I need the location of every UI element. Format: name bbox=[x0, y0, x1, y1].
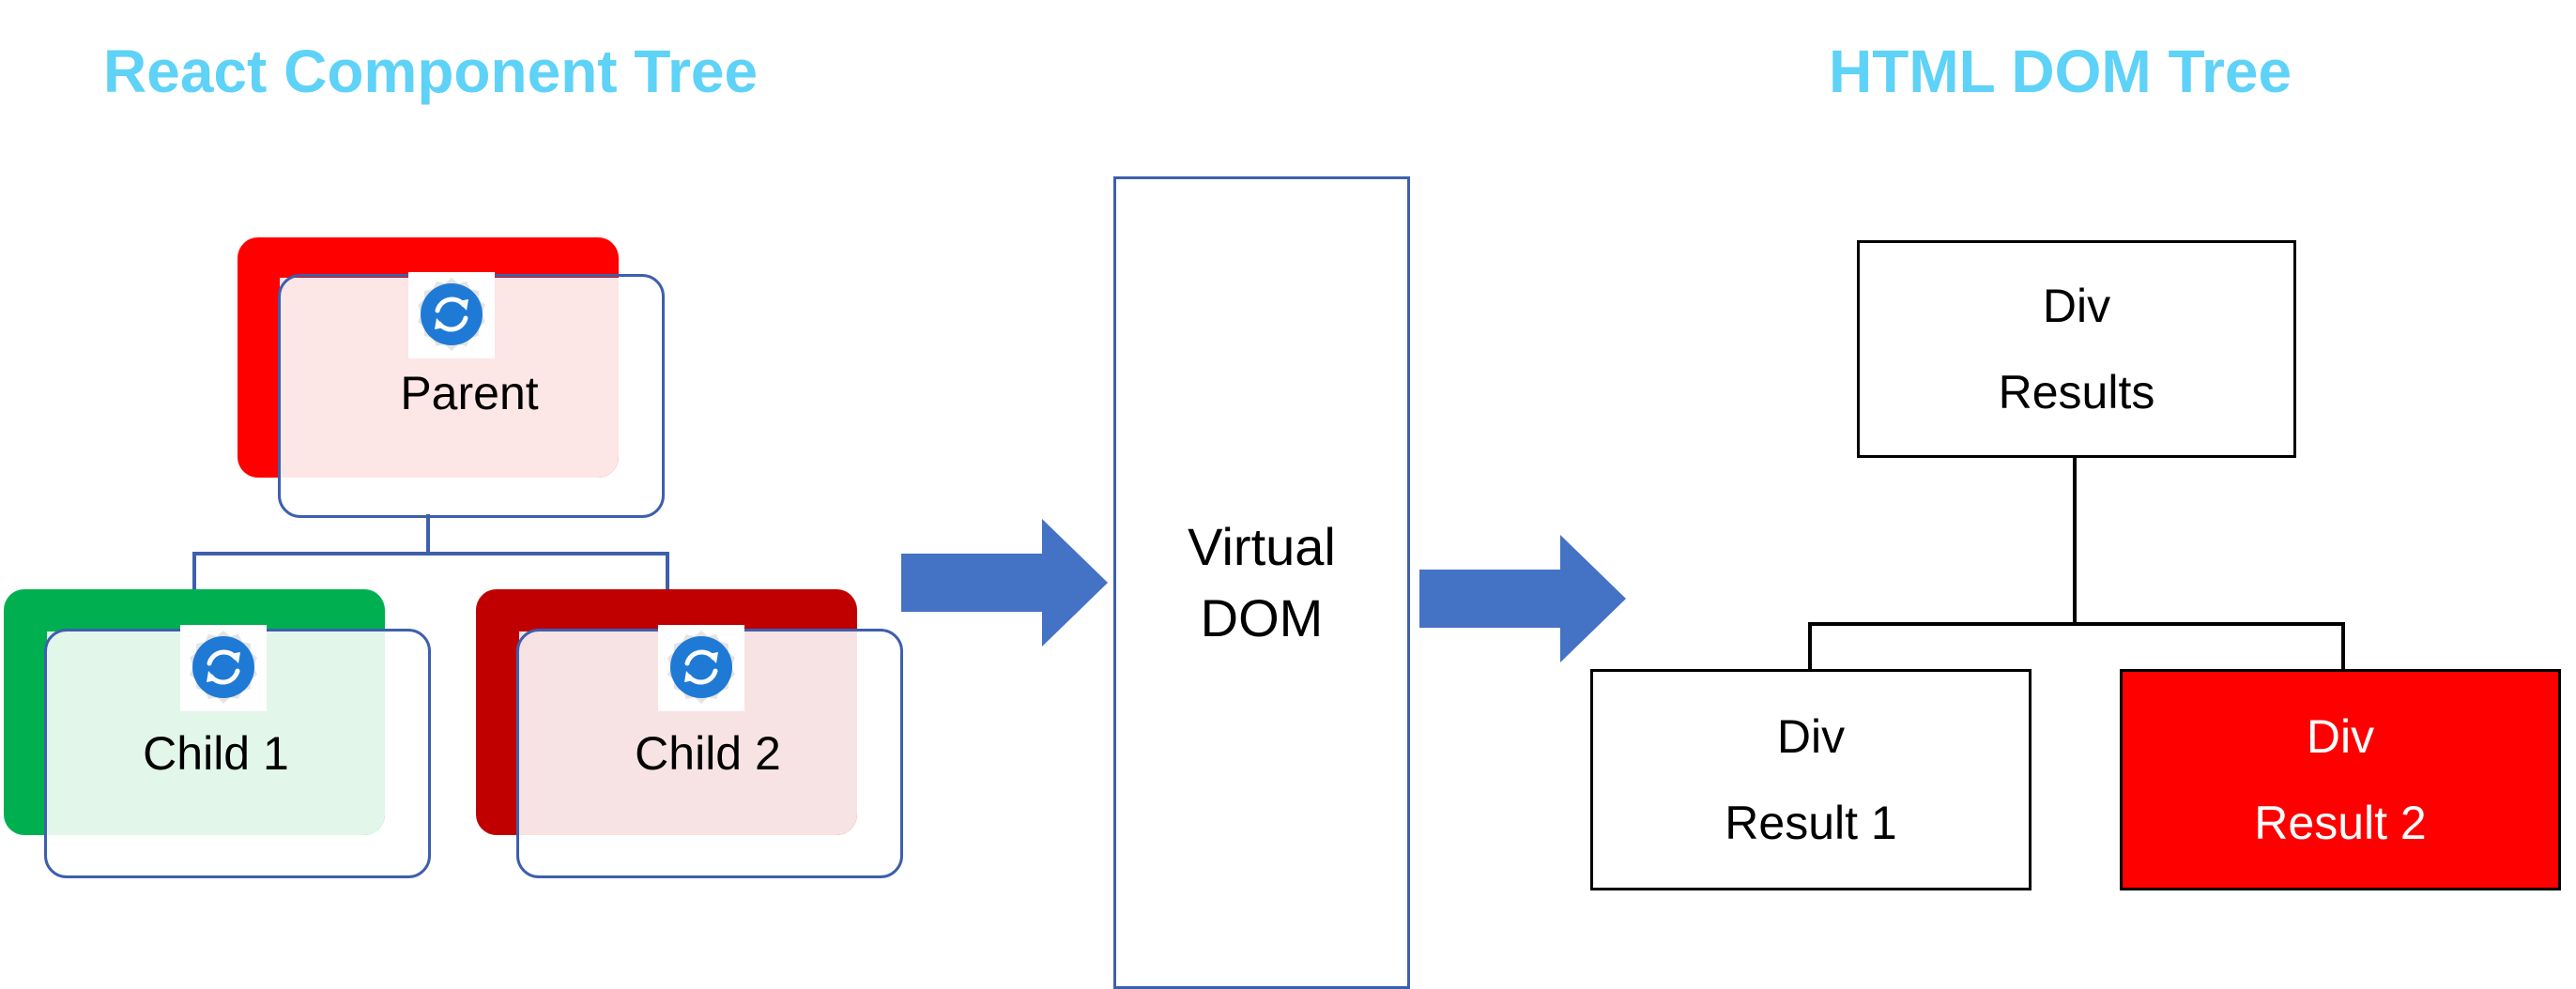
dom-node-result1-label: Result 1 bbox=[1725, 797, 1897, 849]
dom-connector-left-drop bbox=[1808, 622, 1812, 671]
child1-label: Child 1 bbox=[143, 727, 289, 780]
dom-node-result1: Div Result 1 bbox=[1590, 669, 2032, 890]
html-dom-tree-heading: HTML DOM Tree bbox=[1829, 38, 2292, 105]
virtual-dom-line2: DOM bbox=[1200, 588, 1324, 647]
dom-connector-vertical bbox=[2073, 457, 2077, 624]
dom-connector-right-drop bbox=[2341, 622, 2345, 671]
tree-connector-horizontal bbox=[192, 552, 669, 555]
refresh-icon bbox=[408, 272, 495, 358]
right-arrow-icon bbox=[901, 519, 1108, 647]
child2-label: Child 2 bbox=[635, 727, 781, 780]
dom-node-root-tag: Div bbox=[2042, 280, 2111, 332]
dom-node-result1-tag: Div bbox=[1776, 710, 1846, 763]
right-arrow-icon bbox=[1419, 535, 1626, 662]
refresh-icon bbox=[180, 625, 267, 711]
tree-connector-left-drop bbox=[192, 552, 196, 589]
virtual-dom-line1: Virtual bbox=[1188, 517, 1336, 577]
react-component-tree-heading: React Component Tree bbox=[103, 38, 759, 105]
dom-node-root-label: Results bbox=[1998, 366, 2155, 418]
refresh-icon bbox=[658, 625, 744, 711]
tree-connector-vertical bbox=[426, 514, 430, 554]
dom-node-result2-tag: Div bbox=[2306, 710, 2375, 763]
parent-label: Parent bbox=[400, 367, 539, 419]
dom-node-result2: Div Result 2 bbox=[2120, 669, 2561, 890]
dom-node-result2-label: Result 2 bbox=[2254, 797, 2427, 849]
virtual-dom-box: Virtual DOM bbox=[1113, 176, 1410, 989]
dom-node-root: Div Results bbox=[1857, 240, 2296, 458]
dom-connector-horizontal bbox=[1808, 622, 2345, 626]
